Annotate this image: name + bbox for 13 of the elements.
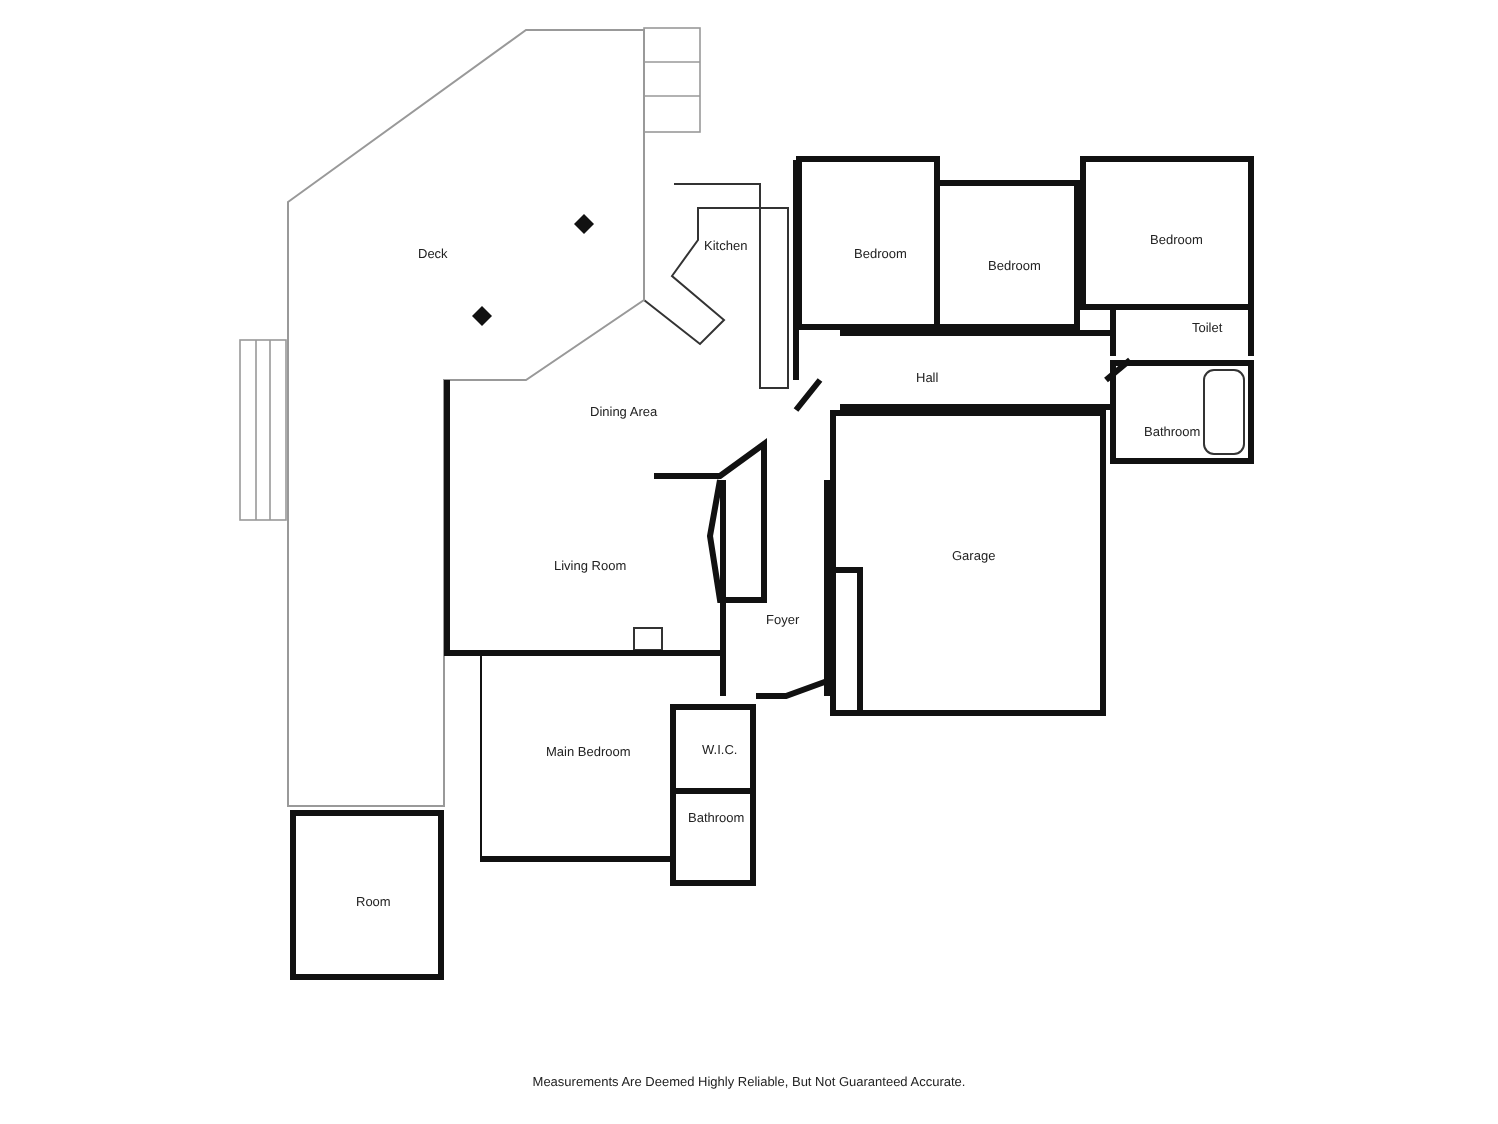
room-outline xyxy=(1080,156,1254,310)
room-outline xyxy=(290,810,444,980)
room-outline xyxy=(940,180,1080,330)
room-outline xyxy=(670,794,756,886)
room-outline xyxy=(1110,360,1254,464)
room-outline xyxy=(840,330,1110,410)
room-outline xyxy=(444,480,720,656)
room-outline xyxy=(480,654,670,862)
room-outline xyxy=(670,704,756,794)
room-outline xyxy=(1110,310,1254,356)
room-outline xyxy=(830,410,1106,716)
room-outline xyxy=(796,156,940,330)
room-outline xyxy=(720,480,830,696)
